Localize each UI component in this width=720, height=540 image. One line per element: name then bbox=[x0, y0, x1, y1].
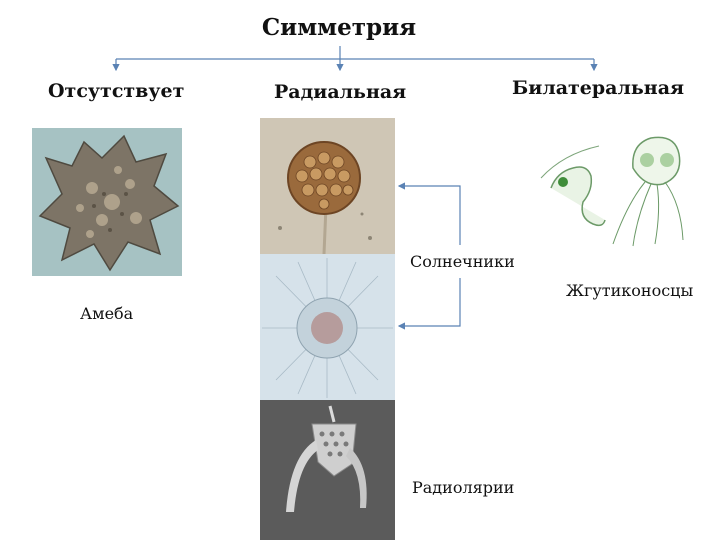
heliozoa-image-2 bbox=[260, 254, 395, 400]
label-amoeba: Амеба bbox=[80, 304, 134, 323]
label-heliozoa: Солнечники bbox=[410, 252, 515, 271]
heading-radial: Радиальная bbox=[274, 81, 407, 103]
label-radiolaria: Радиолярии bbox=[412, 478, 515, 497]
amoeba-image bbox=[32, 128, 182, 276]
heliozoa-arrow-top bbox=[397, 182, 461, 245]
heading-absent: Отсутствует bbox=[48, 80, 185, 102]
heading-bilateral: Билатеральная bbox=[512, 77, 685, 99]
heliozoa-arrow-bottom bbox=[397, 278, 461, 330]
heliozoa-image-1 bbox=[260, 118, 395, 254]
label-flagellates: Жгутиконосцы bbox=[566, 281, 694, 300]
diagram-title: Симметрия bbox=[261, 14, 417, 41]
flagellates-image bbox=[533, 124, 693, 248]
radiolaria-image bbox=[260, 400, 395, 540]
